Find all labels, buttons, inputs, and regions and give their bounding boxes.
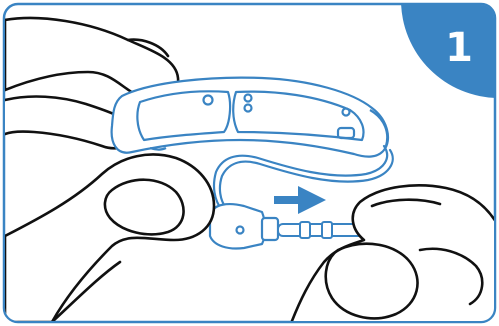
step-number: 1 bbox=[429, 18, 489, 78]
